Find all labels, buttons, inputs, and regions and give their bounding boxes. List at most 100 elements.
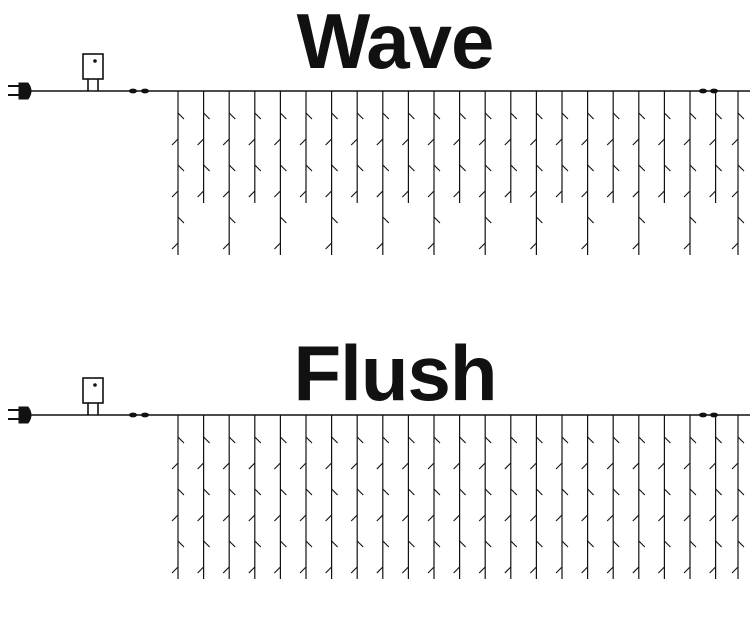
bulb-icon xyxy=(478,190,486,198)
bulb-icon xyxy=(459,112,466,120)
bulb-icon xyxy=(612,112,620,120)
bulb-icon xyxy=(171,242,179,250)
bulb-icon xyxy=(331,488,338,496)
bulb-icon xyxy=(561,488,569,496)
bulb-icon xyxy=(737,216,745,224)
bulb-icon xyxy=(664,436,671,444)
bulb-icon xyxy=(171,190,179,198)
bulb-icon xyxy=(715,112,722,120)
bulb-icon xyxy=(510,488,518,496)
bulb-icon xyxy=(638,164,646,172)
plug-icon xyxy=(18,406,32,424)
bulb-icon xyxy=(632,242,640,250)
bulb-icon xyxy=(478,514,486,522)
bulb-icon xyxy=(555,190,563,198)
bulb-icon xyxy=(408,436,415,444)
bulb-icon xyxy=(478,138,486,146)
bulb-icon xyxy=(530,138,537,146)
bulb-icon xyxy=(382,164,390,172)
bulb-icon xyxy=(280,164,287,172)
bulb-icon xyxy=(632,190,640,198)
bulb-icon xyxy=(683,190,691,198)
bulb-icon xyxy=(222,566,230,574)
bulb-icon xyxy=(331,216,338,224)
bulb-icon xyxy=(331,164,338,172)
bulb-icon xyxy=(356,436,364,444)
bulb-icon xyxy=(203,540,210,548)
bulb-icon xyxy=(484,488,492,496)
bulb-icon xyxy=(228,436,236,444)
bulb-icon xyxy=(689,164,697,172)
bulb-icon xyxy=(382,488,390,496)
bulb-icon xyxy=(325,190,332,198)
bulb-icon xyxy=(248,462,256,470)
bulb-icon xyxy=(453,514,460,522)
bulb-icon xyxy=(280,488,287,496)
bulb-icon xyxy=(325,462,332,470)
bulb-icon xyxy=(356,112,364,120)
bulb-icon xyxy=(305,112,313,120)
bulb-icon xyxy=(402,566,409,574)
bulb-icon xyxy=(222,138,230,146)
bulb-icon xyxy=(612,436,620,444)
bulb-icon xyxy=(376,190,384,198)
bulb-icon xyxy=(632,566,640,574)
bulb-icon xyxy=(171,514,179,522)
bulb-icon xyxy=(612,540,620,548)
bulb-icon xyxy=(587,164,594,172)
connector-icon xyxy=(141,88,149,94)
bulb-icon xyxy=(376,138,384,146)
controller-box-icon xyxy=(82,53,104,80)
bulb-icon xyxy=(715,540,722,548)
bulb-icon xyxy=(709,190,716,198)
bulb-icon xyxy=(254,488,262,496)
bulb-icon xyxy=(536,436,543,444)
bulb-icon xyxy=(408,112,415,120)
bulb-icon xyxy=(459,436,466,444)
bulb-icon xyxy=(632,514,640,522)
bulb-icon xyxy=(737,164,745,172)
bulb-icon xyxy=(350,566,358,574)
bulb-icon xyxy=(510,112,518,120)
bulb-icon xyxy=(248,138,256,146)
bulb-icon xyxy=(382,112,390,120)
bulb-icon xyxy=(632,462,640,470)
plug-icon-prongs xyxy=(8,409,20,420)
bulb-icon xyxy=(402,138,409,146)
bulb-icon xyxy=(715,164,722,172)
panel-wave-controller-leads xyxy=(87,79,99,91)
bulb-icon xyxy=(581,462,588,470)
bulb-icon xyxy=(228,540,236,548)
bulb-icon xyxy=(689,540,697,548)
bulb-icon xyxy=(459,164,466,172)
bulb-icon xyxy=(299,514,307,522)
bulb-icon xyxy=(658,462,665,470)
bulb-icon xyxy=(715,436,722,444)
bulb-icon xyxy=(382,540,390,548)
bulb-icon xyxy=(478,462,486,470)
controller-box-icon xyxy=(82,377,104,404)
bulb-icon xyxy=(638,216,646,224)
bulb-icon xyxy=(484,112,492,120)
bulb-icon xyxy=(459,540,466,548)
bulb-icon xyxy=(408,164,415,172)
bulb-icon xyxy=(408,540,415,548)
bulb-icon xyxy=(299,190,307,198)
bulb-icon xyxy=(561,164,569,172)
bulb-icon xyxy=(561,540,569,548)
bulb-icon xyxy=(709,566,716,574)
bulb-icon xyxy=(658,190,665,198)
bulb-icon xyxy=(510,540,518,548)
bulb-icon xyxy=(228,164,236,172)
bulb-icon xyxy=(350,462,358,470)
bulb-icon xyxy=(376,566,384,574)
bulb-icon xyxy=(478,566,486,574)
bulb-icon xyxy=(530,462,537,470)
bulb-icon xyxy=(177,112,185,120)
bulb-icon xyxy=(530,566,537,574)
bulb-icon xyxy=(433,436,441,444)
bulb-icon xyxy=(382,216,390,224)
bulb-icon xyxy=(453,462,460,470)
bulb-icon xyxy=(530,514,537,522)
